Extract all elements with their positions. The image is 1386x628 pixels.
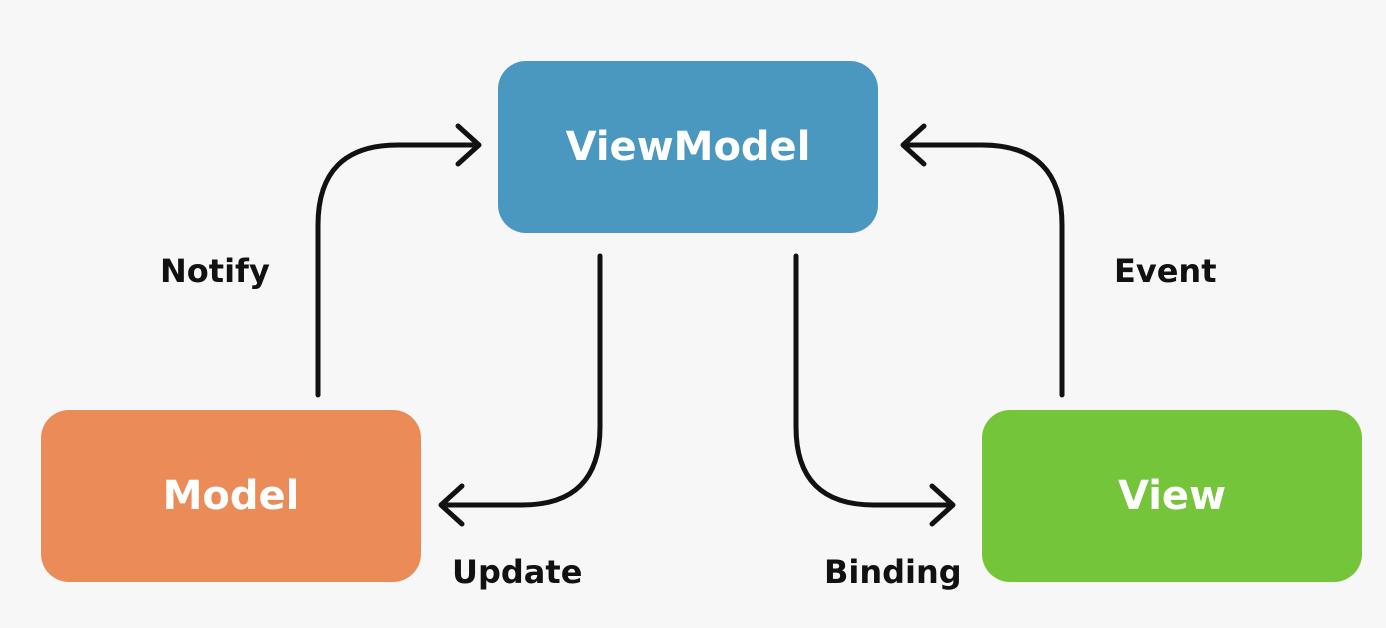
update-label: Update [452, 553, 583, 591]
model-label: Model [162, 473, 300, 519]
notify-arrow [315, 123, 482, 398]
update-arrow [438, 253, 603, 527]
model-node: Model [41, 410, 421, 582]
view-label: View [1117, 473, 1227, 519]
viewmodel-node: ViewModel [498, 61, 878, 233]
viewmodel-label: ViewModel [565, 124, 811, 170]
event-arrow [900, 123, 1065, 398]
notify-label: Notify [160, 252, 270, 290]
binding-label: Binding [824, 553, 962, 591]
event-label: Event [1114, 252, 1217, 290]
binding-arrow [793, 253, 956, 527]
view-node: View [982, 410, 1362, 582]
